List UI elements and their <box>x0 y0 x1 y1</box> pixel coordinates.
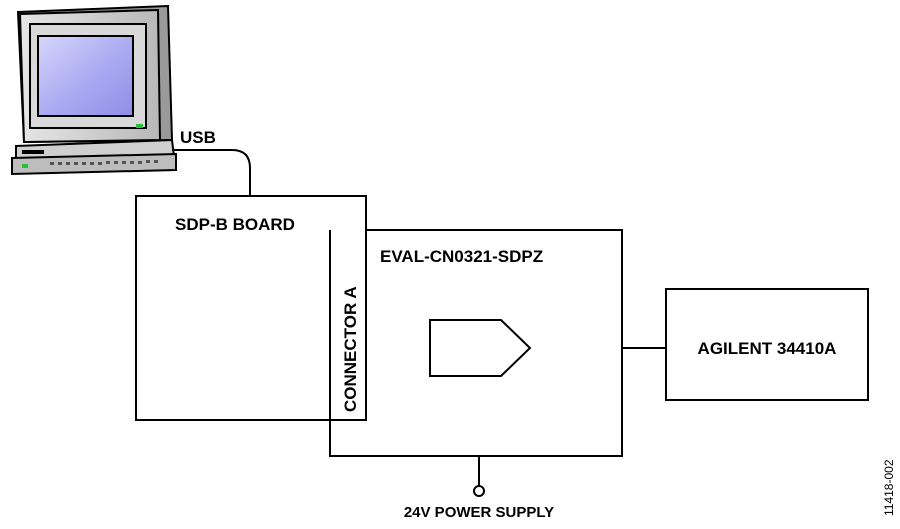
power-led-icon <box>136 124 143 128</box>
power-terminal-icon <box>473 485 485 497</box>
figure-id: 11418-002 <box>882 459 896 516</box>
sdp-b-board-label: SDP-B BOARD <box>175 215 295 234</box>
agilent-meter <box>665 288 869 401</box>
connector-a-label: CONNECTOR A <box>341 286 360 412</box>
eval-board-label: EVAL-CN0321-SDPZ <box>380 247 543 266</box>
sdp-b-board <box>135 195 367 421</box>
adc-symbol-icon <box>429 319 532 377</box>
agilent-meter-label: AGILENT 34410A <box>698 339 837 358</box>
eval-board <box>329 229 623 457</box>
usb-cable <box>172 149 251 196</box>
computer-icon <box>11 4 177 176</box>
usb-label: USB <box>180 128 216 147</box>
power-supply-label: 24V POWER SUPPLY <box>404 504 554 521</box>
monitor-screen <box>37 35 134 117</box>
